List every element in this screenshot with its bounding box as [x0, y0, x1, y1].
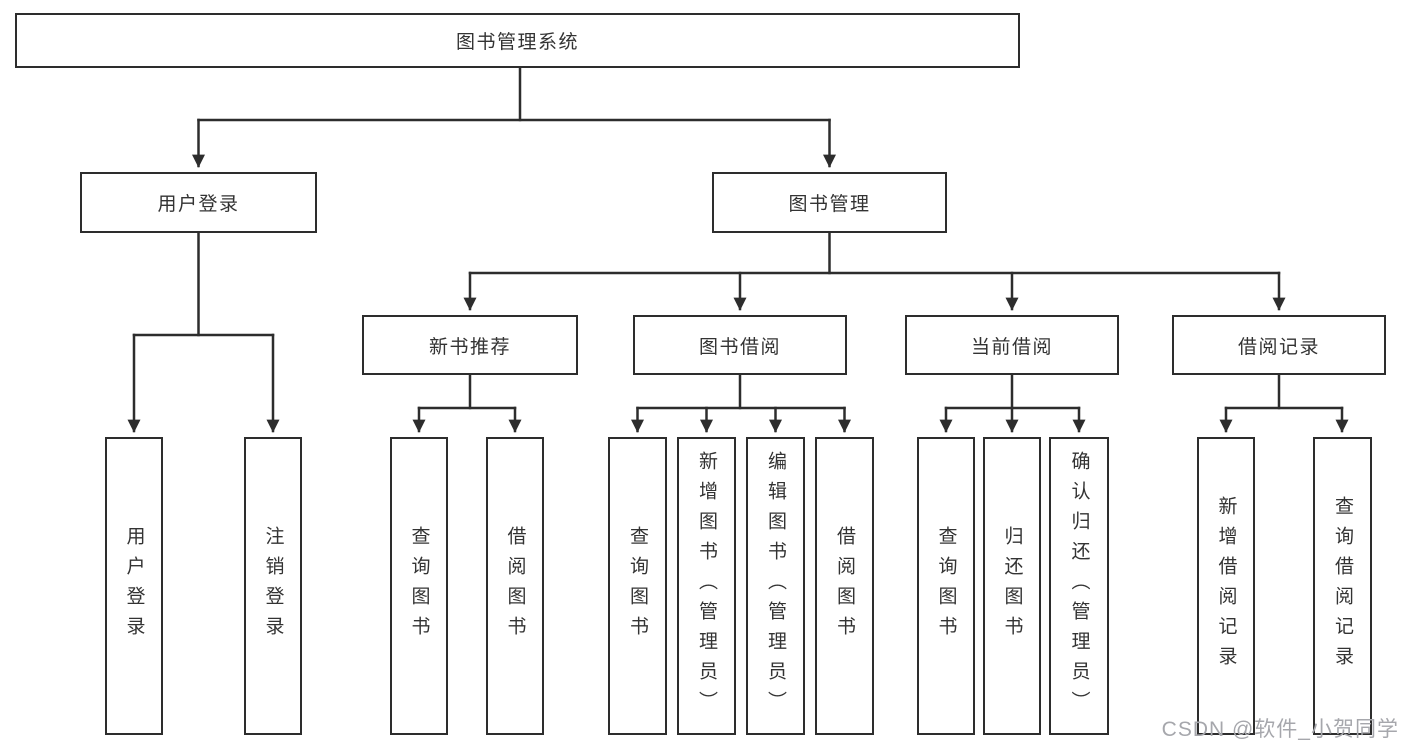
leaf-add-borrow-record: 新增借阅记录 [1197, 437, 1255, 735]
wire-book-management-to-level3 [463, 231, 1286, 311]
leaf-query-books-recommend: 查询图书 [390, 437, 448, 735]
node-root-system: 图书管理系统 [15, 13, 1020, 68]
leaf-logout: 注销登录 [244, 437, 302, 735]
wire-new-book-group [412, 373, 522, 433]
wire-borrowing-records-group [1219, 373, 1349, 433]
leaf-confirm-return-admin: 确认归还（管理员） [1049, 437, 1109, 735]
csdn-watermark: CSDN @软件_小贺同学 [1161, 718, 1399, 741]
node-borrowing-records: 借阅记录 [1172, 315, 1386, 375]
wire-user-login-group [127, 231, 280, 433]
leaf-query-borrow-record: 查询借阅记录 [1313, 437, 1372, 735]
node-book-management: 图书管理 [712, 172, 947, 233]
node-new-book-recommend: 新书推荐 [362, 315, 578, 375]
node-user-login: 用户登录 [80, 172, 317, 233]
node-current-borrowing: 当前借阅 [905, 315, 1119, 375]
leaf-query-books-current: 查询图书 [917, 437, 975, 735]
leaf-return-books: 归还图书 [983, 437, 1041, 735]
node-book-borrowing: 图书借阅 [633, 315, 847, 375]
leaf-user-login: 用户登录 [105, 437, 163, 735]
leaf-borrow-books: 借阅图书 [815, 437, 874, 735]
wire-root-to-level2 [192, 66, 836, 168]
leaf-add-books-admin: 新增图书（管理员） [677, 437, 736, 735]
wire-book-borrowing-group [631, 373, 851, 433]
leaf-edit-books-admin: 编辑图书（管理员） [746, 437, 805, 735]
wire-current-borrowing-group [939, 373, 1086, 433]
leaf-query-books-borrowing: 查询图书 [608, 437, 667, 735]
leaf-borrow-books-recommend: 借阅图书 [486, 437, 544, 735]
